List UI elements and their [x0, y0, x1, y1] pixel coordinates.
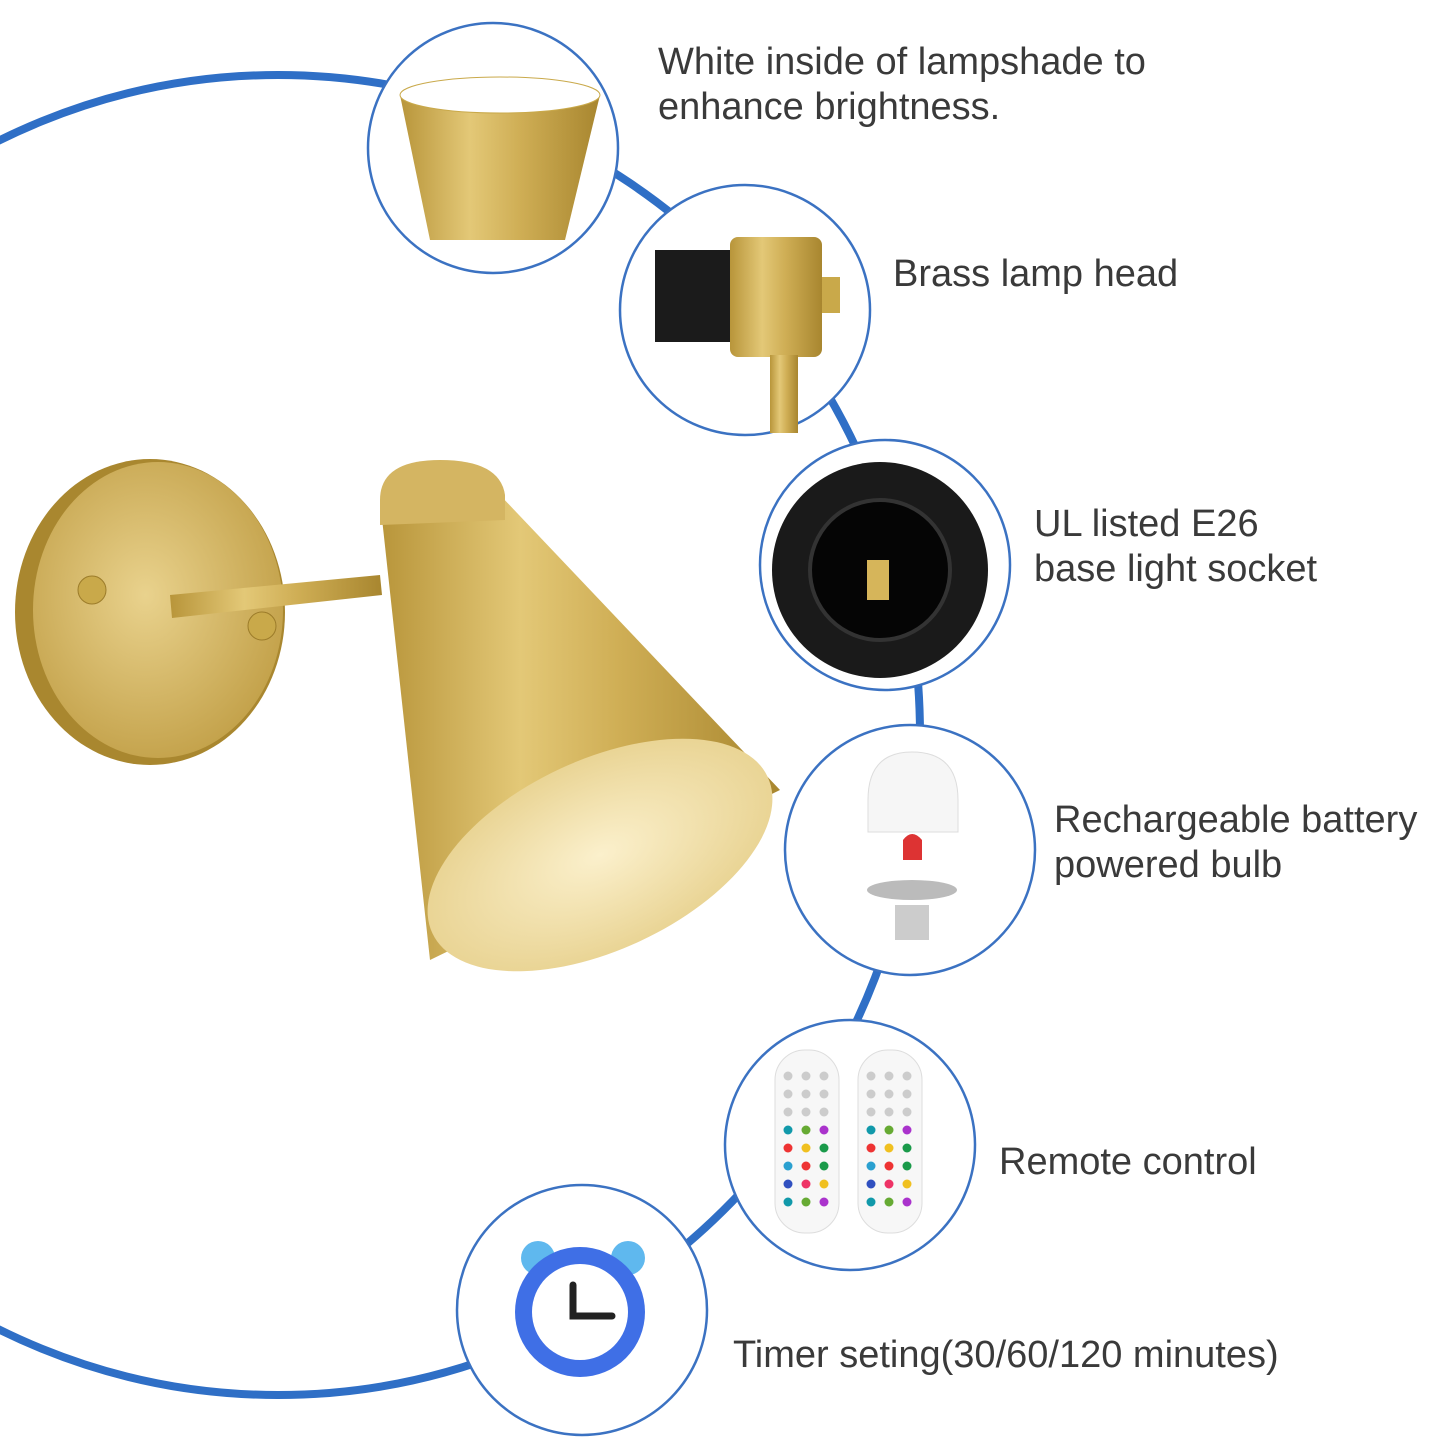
remote-icon — [774, 1049, 923, 1234]
remote-button-dot — [902, 1179, 912, 1189]
remote-button-dot — [819, 1089, 829, 1099]
caption-line: Rechargeable battery — [1054, 799, 1418, 841]
remote-button-dot — [902, 1089, 912, 1099]
remote-button-dot — [819, 1107, 829, 1117]
remote-button-dot — [884, 1089, 894, 1099]
remote-button-dot — [902, 1125, 912, 1135]
remote-button-dot — [801, 1143, 811, 1153]
caption-line: Timer seting(30/60/120 minutes) — [733, 1334, 1279, 1376]
caption-line: Brass lamp head — [893, 253, 1179, 295]
remote-button-dot — [884, 1143, 894, 1153]
remote-button-dot — [902, 1197, 912, 1207]
remote-button-dot — [801, 1071, 811, 1081]
caption-line: powered bulb — [1054, 844, 1283, 886]
remote-button-dot — [884, 1161, 894, 1171]
feature-caption-socket: UL listed E26 base light socket — [1034, 502, 1317, 592]
caption-line: base light socket — [1034, 548, 1318, 590]
remote-button-dot — [902, 1143, 912, 1153]
remote-button-dot — [884, 1197, 894, 1207]
remote-button-dot — [783, 1143, 793, 1153]
remote-button-dot — [866, 1197, 876, 1207]
remote-button-dot — [866, 1179, 876, 1189]
remote-button-dot — [801, 1107, 811, 1117]
remote-button-dot — [884, 1071, 894, 1081]
feature-caption-timer: Timer seting(30/60/120 minutes) — [733, 1333, 1279, 1378]
bulb-icon — [867, 751, 959, 940]
socket-icon — [772, 462, 988, 678]
caption-line: Remote control — [999, 1141, 1257, 1183]
remote-button-dot — [801, 1089, 811, 1099]
wall-lamp-image — [15, 459, 780, 972]
remote-button-dot — [902, 1161, 912, 1171]
feature-caption-bulb: Rechargeable battery powered bulb — [1054, 798, 1417, 888]
remote-button-dot — [866, 1161, 876, 1171]
remote-button-dot — [819, 1143, 829, 1153]
alarm-clock-icon — [515, 1241, 645, 1377]
caption-line: White inside of lampshade to — [658, 41, 1146, 83]
remote-button-dot — [783, 1197, 793, 1207]
lampshade-icon — [399, 76, 601, 240]
remote-button-dot — [783, 1125, 793, 1135]
remote-button-dot — [819, 1125, 829, 1135]
remote-button-dot — [819, 1161, 829, 1171]
remote-button-dot — [819, 1179, 829, 1189]
remote-button-dot — [902, 1107, 912, 1117]
remote-button-dot — [783, 1107, 793, 1117]
remote-button-dot — [801, 1161, 811, 1171]
remote-button-dot — [884, 1107, 894, 1117]
remote-button-dot — [866, 1143, 876, 1153]
remote-button-dot — [866, 1107, 876, 1117]
remote-button-dot — [801, 1197, 811, 1207]
remote-button-dot — [783, 1161, 793, 1171]
feature-caption-lampshade: White inside of lampshade to enhance bri… — [658, 40, 1146, 130]
remote-button-dot — [884, 1179, 894, 1189]
remote-button-dot — [866, 1071, 876, 1081]
remote-button-dot — [801, 1125, 811, 1135]
remote-button-dot — [866, 1125, 876, 1135]
remote-button-dot — [783, 1179, 793, 1189]
remote-button-dot — [866, 1089, 876, 1099]
remote-button-dot — [783, 1089, 793, 1099]
remote-button-dot — [801, 1179, 811, 1189]
remote-button-dot — [884, 1125, 894, 1135]
caption-line: enhance brightness. — [658, 86, 1001, 128]
remote-button-dot — [819, 1197, 829, 1207]
remote-button-dot — [783, 1071, 793, 1081]
remote-button-dot — [902, 1071, 912, 1081]
remote-button-dot — [819, 1071, 829, 1081]
feature-caption-lamp-head: Brass lamp head — [893, 252, 1178, 297]
feature-caption-remote: Remote control — [999, 1140, 1257, 1185]
lamp-head-icon — [655, 237, 840, 433]
caption-line: UL listed E26 — [1034, 503, 1259, 545]
